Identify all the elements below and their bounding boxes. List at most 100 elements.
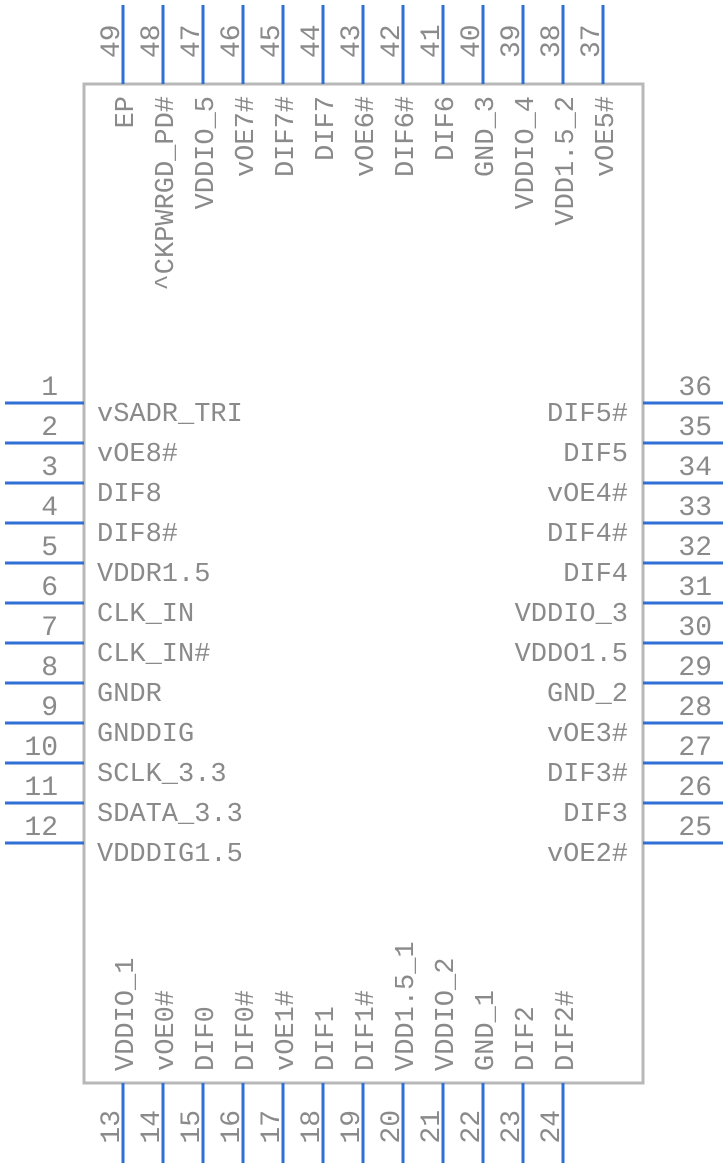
pin-name-34: vOE4# bbox=[547, 480, 628, 510]
pin-name-8: GNDR bbox=[97, 680, 162, 710]
pin-name-44: DIF7 bbox=[312, 96, 342, 161]
pin-number-2: 2 bbox=[41, 413, 58, 444]
pin-name-40: GND_3 bbox=[472, 96, 502, 177]
pin-number-39: 39 bbox=[497, 24, 528, 58]
pin-number-29: 29 bbox=[678, 653, 712, 684]
pin-name-23: DIF2 bbox=[512, 1006, 542, 1071]
pin-name-5: VDDR1.5 bbox=[97, 560, 210, 590]
pin-number-44: 44 bbox=[297, 24, 328, 58]
pin-name-39: VDDIO_4 bbox=[512, 96, 542, 209]
pin-number-43: 43 bbox=[337, 24, 368, 58]
pin-number-9: 9 bbox=[41, 693, 58, 724]
pin-number-33: 33 bbox=[678, 493, 712, 524]
pin-name-22: GND_1 bbox=[472, 990, 502, 1071]
pin-number-1: 1 bbox=[41, 373, 58, 404]
pin-number-24: 24 bbox=[537, 1110, 568, 1144]
pin-name-7: CLK_IN# bbox=[97, 640, 210, 670]
pin-name-11: SDATA_3.3 bbox=[97, 800, 243, 830]
pin-number-34: 34 bbox=[678, 453, 712, 484]
pin-name-35: DIF5 bbox=[563, 440, 628, 470]
pin-number-47: 47 bbox=[177, 24, 208, 58]
pin-number-14: 14 bbox=[137, 1110, 168, 1144]
pin-number-30: 30 bbox=[678, 613, 712, 644]
pin-number-27: 27 bbox=[678, 733, 712, 764]
pin-name-12: VDDDIG1.5 bbox=[97, 840, 243, 870]
pin-name-41: DIF6 bbox=[432, 96, 462, 161]
pin-number-36: 36 bbox=[678, 373, 712, 404]
pin-number-42: 42 bbox=[377, 24, 408, 58]
pin-number-16: 16 bbox=[217, 1110, 248, 1144]
pin-number-23: 23 bbox=[497, 1110, 528, 1144]
pin-number-22: 22 bbox=[457, 1110, 488, 1144]
pin-name-30: VDDO1.5 bbox=[515, 640, 628, 670]
pin-name-14: vOE0# bbox=[152, 990, 182, 1071]
pin-number-31: 31 bbox=[678, 573, 712, 604]
pin-name-3: DIF8 bbox=[97, 480, 162, 510]
pin-number-7: 7 bbox=[41, 613, 58, 644]
pin-name-15: DIF0 bbox=[192, 1006, 222, 1071]
pin-name-42: DIF6# bbox=[392, 96, 422, 177]
pin-name-13: VDDIO_1 bbox=[112, 958, 142, 1071]
pin-number-11: 11 bbox=[24, 773, 58, 804]
pin-name-24: DIF2# bbox=[552, 990, 582, 1071]
pin-name-10: SCLK_3.3 bbox=[97, 760, 227, 790]
component-body bbox=[82, 82, 645, 1085]
pin-number-19: 19 bbox=[337, 1110, 368, 1144]
pin-number-4: 4 bbox=[41, 493, 58, 524]
pin-number-38: 38 bbox=[537, 24, 568, 58]
pin-name-1: vSADR_TRI bbox=[97, 400, 243, 430]
pin-name-46: vOE7# bbox=[232, 96, 262, 177]
pin-number-17: 17 bbox=[257, 1110, 288, 1144]
pin-name-31: VDDIO_3 bbox=[515, 600, 628, 630]
pins-layer: 1vSADR_TRI2vOE8#3DIF84DIF8#5VDDR1.56CLK_… bbox=[5, 5, 723, 1163]
pin-name-32: DIF4 bbox=[563, 560, 628, 590]
pin-number-46: 46 bbox=[217, 24, 248, 58]
pin-name-33: DIF4# bbox=[547, 520, 628, 550]
pin-number-21: 21 bbox=[417, 1110, 448, 1144]
pin-name-9: GNDDIG bbox=[97, 720, 194, 750]
pin-number-12: 12 bbox=[24, 813, 58, 844]
pin-name-26: DIF3 bbox=[563, 800, 628, 830]
pin-name-47: VDDIO_5 bbox=[192, 96, 222, 209]
pin-name-28: vOE3# bbox=[547, 720, 628, 750]
pin-name-20: VDD1.5_1 bbox=[392, 941, 422, 1071]
pin-number-35: 35 bbox=[678, 413, 712, 444]
pin-number-18: 18 bbox=[297, 1110, 328, 1144]
pin-name-19: DIF1# bbox=[352, 990, 382, 1071]
pin-number-37: 37 bbox=[577, 24, 608, 58]
pin-number-48: 48 bbox=[137, 24, 168, 58]
pin-name-29: GND_2 bbox=[547, 680, 628, 710]
pin-number-8: 8 bbox=[41, 653, 58, 684]
pin-number-45: 45 bbox=[257, 24, 288, 58]
pin-name-17: vOE1# bbox=[272, 990, 302, 1071]
pin-number-15: 15 bbox=[177, 1110, 208, 1144]
pin-number-32: 32 bbox=[678, 533, 712, 564]
pin-number-25: 25 bbox=[678, 813, 712, 844]
pin-name-49: EP bbox=[112, 96, 142, 128]
pin-name-4: DIF8# bbox=[97, 520, 178, 550]
pin-name-36: DIF5# bbox=[547, 400, 628, 430]
pin-number-26: 26 bbox=[678, 773, 712, 804]
pin-name-45: DIF7# bbox=[272, 96, 302, 177]
pin-number-49: 49 bbox=[97, 24, 128, 58]
pin-name-6: CLK_IN bbox=[97, 600, 194, 630]
pin-number-10: 10 bbox=[24, 733, 58, 764]
pin-name-43: vOE6# bbox=[352, 96, 382, 177]
pin-number-40: 40 bbox=[457, 24, 488, 58]
pin-name-16: DIF0# bbox=[232, 990, 262, 1071]
pin-name-27: DIF3# bbox=[547, 760, 628, 790]
pin-name-38: VDD1.5_2 bbox=[552, 96, 582, 226]
pin-name-48: ^CKPWRGD_PD# bbox=[152, 96, 182, 290]
pin-number-28: 28 bbox=[678, 693, 712, 724]
pin-number-5: 5 bbox=[41, 533, 58, 564]
pin-number-13: 13 bbox=[97, 1110, 128, 1144]
pin-number-3: 3 bbox=[41, 453, 58, 484]
pin-name-25: vOE2# bbox=[547, 840, 628, 870]
pin-name-18: DIF1 bbox=[312, 1006, 342, 1071]
pin-name-21: VDDIO_2 bbox=[432, 958, 462, 1071]
pin-name-37: vOE5# bbox=[592, 96, 622, 177]
pin-number-41: 41 bbox=[417, 24, 448, 58]
pin-number-20: 20 bbox=[377, 1110, 408, 1144]
pin-name-2: vOE8# bbox=[97, 440, 178, 470]
